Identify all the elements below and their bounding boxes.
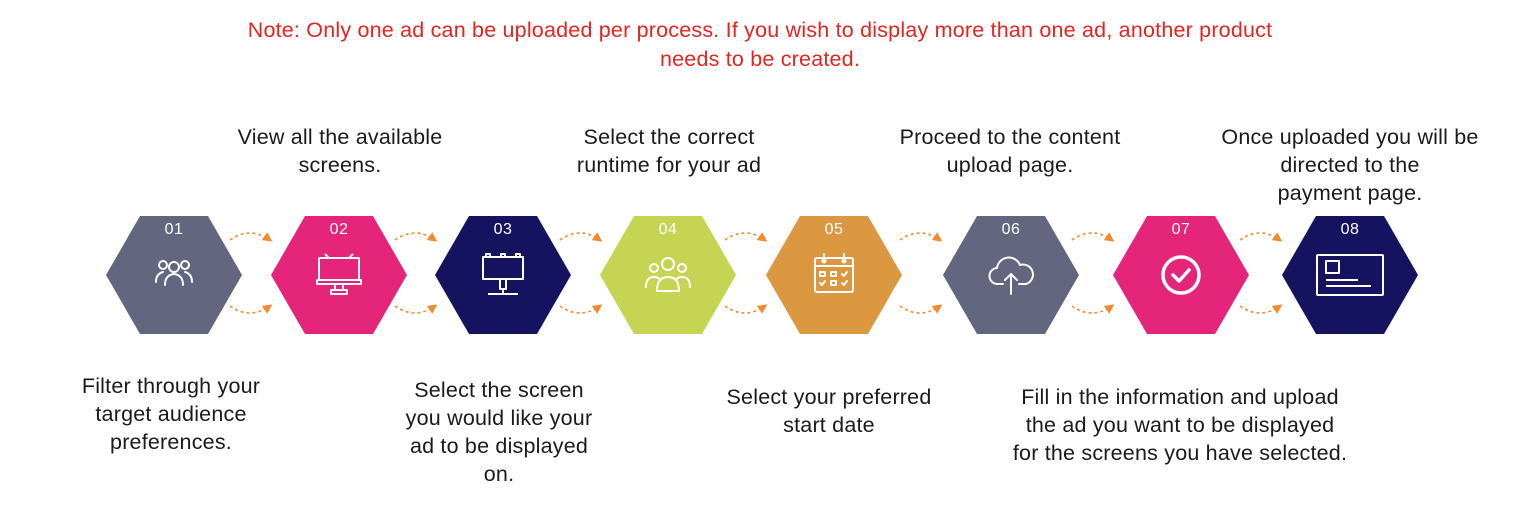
arrow-7-8-bottom [1239,304,1283,314]
step-5-number: 05 [824,221,844,238]
step-2-number: 02 [329,221,349,238]
step-7-number: 07 [1171,221,1191,238]
step-3-number: 03 [493,221,513,238]
arrow-6-7-top [1071,232,1115,242]
step-5-hexagon: 05 [766,216,902,334]
billboard-icon [314,249,364,299]
arrow-3-4-bottom [559,304,603,314]
calendar-icon [809,249,859,299]
arrow-1-2-top [229,232,273,242]
step-6-label: Proceed to the content upload page. [899,125,1121,177]
cloud-upload-icon [986,249,1036,299]
arrow-4-5-top [724,232,768,242]
arrow-5-6-bottom [899,304,943,314]
step-1-label: Filter through your target audience pref… [81,374,261,454]
arrow-4-5-bottom [724,304,768,314]
card-icon [1315,249,1385,299]
note-text: Note: Only one ad can be uploaded per pr… [110,16,1410,74]
step-4-hexagon: 04 [600,216,736,334]
group-icon [149,249,199,299]
step-1-number: 01 [164,221,184,238]
note-line-2: needs to be created. [659,47,861,71]
step-7-label: Fill in the information and upload the a… [1012,385,1348,465]
step-5-label: Select your preferred start date [726,385,932,437]
arrow-2-3-top [394,232,438,242]
step-6-number: 06 [1001,221,1021,238]
step-8-number: 08 [1340,221,1360,238]
arrow-3-4-top [559,232,603,242]
arrow-7-8-top [1239,232,1283,242]
arrow-1-2-bottom [229,304,273,314]
arrow-5-6-top [899,232,943,242]
note-line-1: Note: Only one ad can be uploaded per pr… [247,18,1273,42]
people-icon [643,249,693,299]
step-8-label: Once uploaded you will be directed to th… [1221,125,1479,205]
check-circle-icon [1156,249,1206,299]
billboard-stand-icon [478,249,528,299]
step-2-label: View all the available screens. [237,125,443,177]
step-4-label: Select the correct runtime for your ad [576,125,762,177]
step-4-number: 04 [658,221,678,238]
arrow-6-7-bottom [1071,304,1115,314]
arrow-2-3-bottom [394,304,438,314]
step-3-label: Select the screen you would like your ad… [405,378,593,486]
